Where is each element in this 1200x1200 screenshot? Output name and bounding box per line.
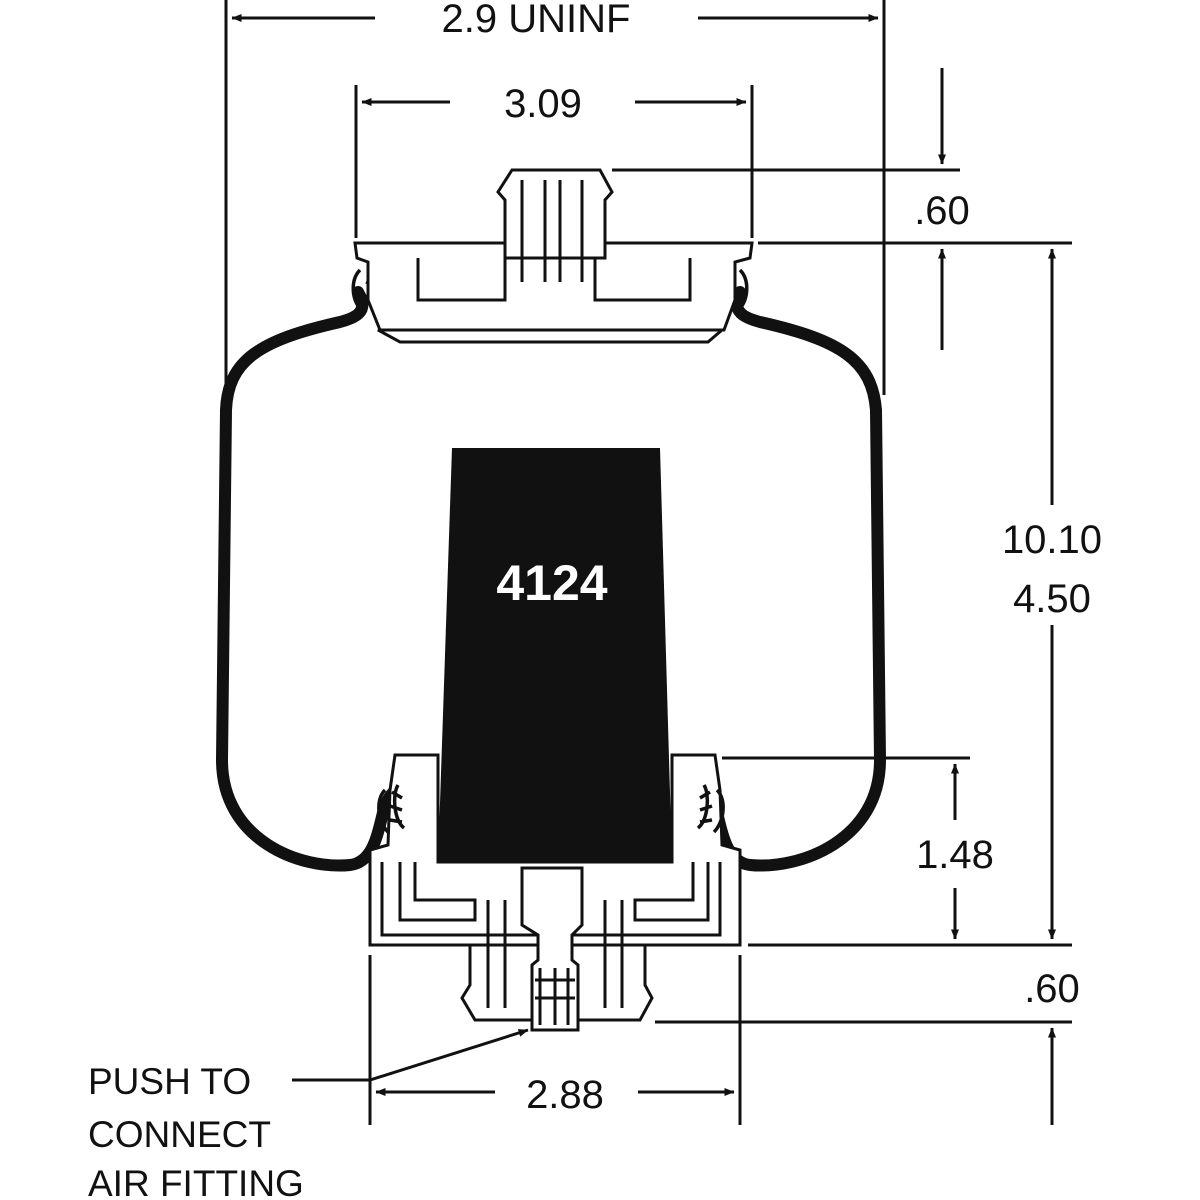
piston: [368, 753, 742, 947]
callout-line-1: PUSH TO: [88, 1061, 251, 1102]
top-plate-width-label: 3.09: [504, 82, 582, 126]
max-height-label: 10.10: [1002, 518, 1102, 562]
bottom-width-label: 2.88: [526, 1073, 604, 1117]
callout-line-3: AIR FITTING: [88, 1163, 304, 1200]
top-plate-groove: [416, 258, 692, 302]
bottom-stud-height-label: .60: [1024, 967, 1080, 1011]
bottom-left-bead: [377, 784, 406, 834]
top-plate-lower-rim: [377, 328, 727, 344]
piston-height-label: 1.48: [916, 833, 994, 877]
part-number-label: 4124: [496, 555, 607, 611]
bottom-right-bead: [696, 784, 725, 834]
max-diameter-label: 2.9 UNINF: [442, 0, 631, 41]
bottom-stud-channel: [486, 900, 624, 1008]
top-fitting-center: [520, 180, 584, 282]
bumper-block: [438, 448, 672, 862]
top-air-fitting: [496, 168, 614, 260]
callout-line-2: CONNECT: [88, 1114, 271, 1155]
bottom-fitting-lines: [535, 968, 575, 1025]
air-fitting-leader: [292, 1028, 529, 1082]
top-stud-height-label: .60: [914, 189, 970, 233]
min-height-label: 4.50: [1013, 577, 1091, 621]
